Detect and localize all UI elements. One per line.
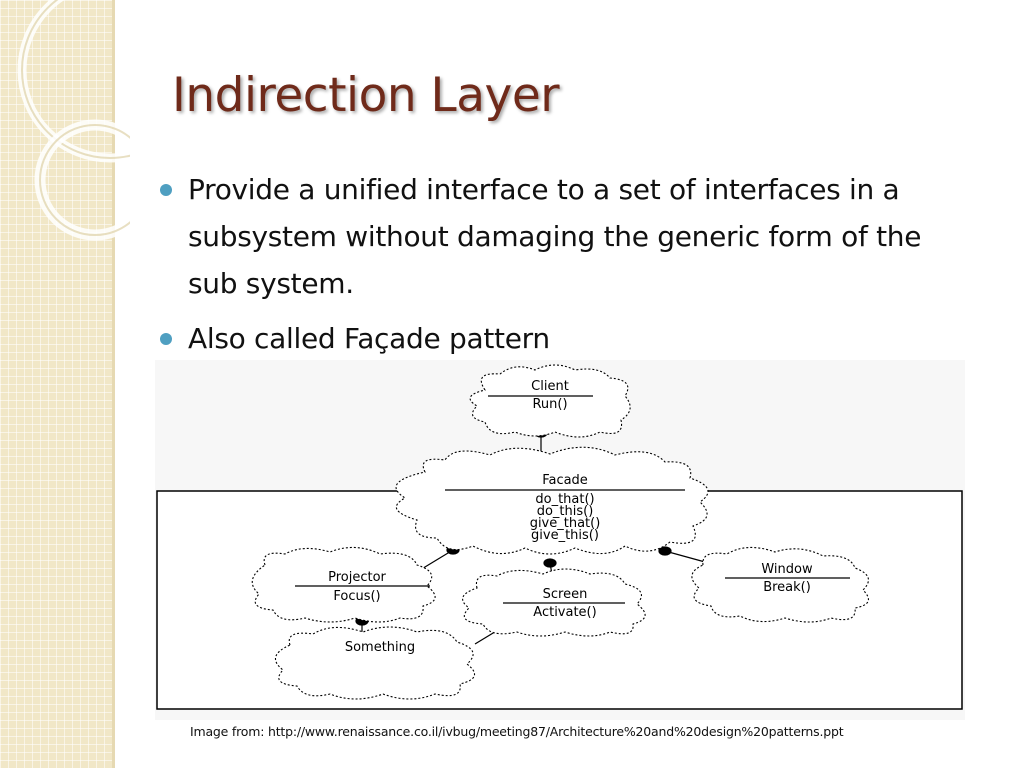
bullet-dot-icon	[160, 333, 172, 345]
bullet-list: Provide a unified interface to a set of …	[160, 166, 970, 370]
slide-title: Indirection Layer	[172, 68, 560, 123]
bullet-text: Provide a unified interface to a set of …	[188, 173, 922, 300]
bullet-dot-icon	[160, 184, 172, 196]
image-source-caption: Image from: http://www.renaissance.co.il…	[190, 724, 844, 739]
facade-cloud	[395, 446, 709, 555]
ring-small-outline	[39, 124, 130, 236]
projector-cloud	[251, 546, 436, 623]
facade-op: give_this()	[531, 528, 599, 543]
window-cloud	[691, 546, 869, 623]
projector-op: Focus()	[333, 589, 380, 604]
aggregation-diamond	[543, 558, 557, 568]
sidebar-edge	[112, 0, 115, 768]
client-name: Client	[531, 379, 569, 394]
something-name: Something	[345, 640, 415, 655]
client-op: Run()	[532, 397, 567, 412]
bullet-text: Also called Façade pattern	[188, 322, 550, 355]
ring-large-outline	[21, 0, 130, 159]
screen-op: Activate()	[533, 605, 596, 620]
aggregation-diamond	[658, 546, 672, 556]
decorative-rings	[17, 0, 130, 241]
window-name: Window	[761, 562, 813, 577]
ring-large	[17, 0, 130, 163]
screen-name: Screen	[543, 587, 588, 602]
ring-small	[34, 119, 130, 241]
bullet-item: Provide a unified interface to a set of …	[160, 166, 970, 307]
bullet-item: Also called Façade pattern	[160, 315, 970, 362]
facade-op: give_that()	[530, 516, 601, 531]
compartment-lines	[295, 395, 850, 604]
facade-projector-link	[419, 549, 454, 571]
client-cloud	[469, 364, 631, 438]
class-clouds	[251, 364, 869, 700]
something-cloud	[274, 626, 476, 700]
facade-diagram: Client Run() Facade do_that() do_this() …	[155, 360, 965, 720]
class-labels: Client Run() Facade do_that() do_this() …	[328, 379, 813, 655]
facade-op: do_that()	[535, 492, 594, 507]
facade-window-link	[664, 550, 706, 563]
window-op: Break()	[763, 580, 811, 595]
projector-name: Projector	[328, 570, 386, 585]
facade-op: do_this()	[537, 504, 594, 519]
facade-name: Facade	[542, 473, 588, 488]
